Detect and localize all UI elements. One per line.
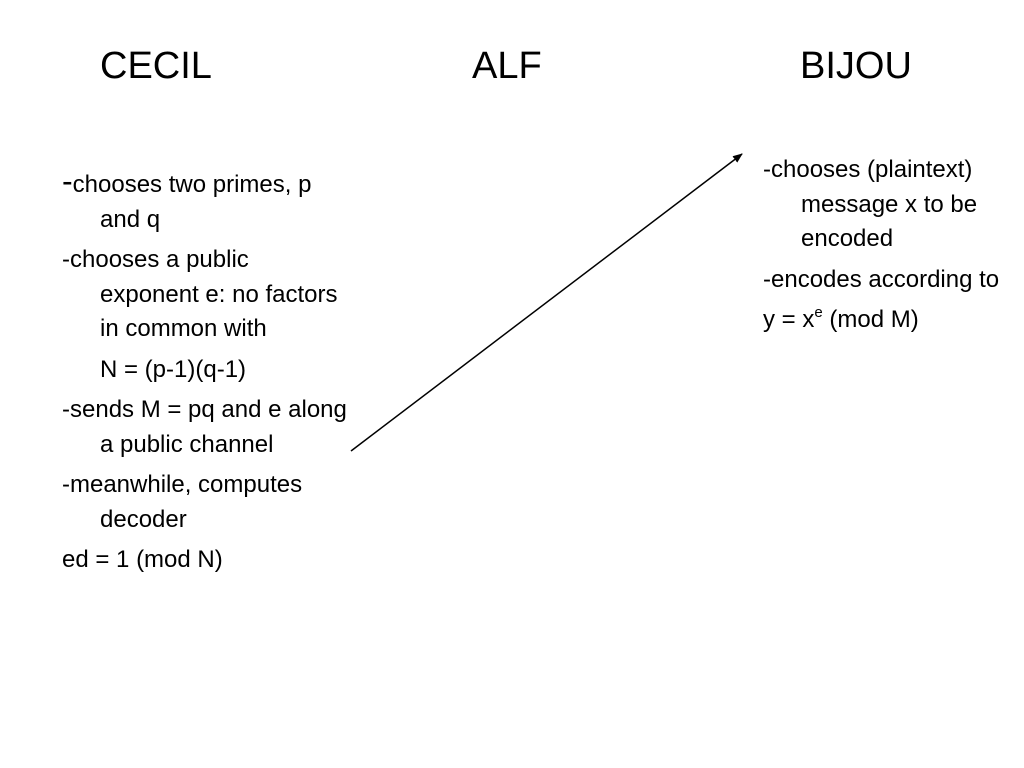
cecil-steps: -chooses two primes, p and q -chooses a … xyxy=(62,164,347,584)
heading-bijou: BIJOU xyxy=(800,45,912,87)
cecil-step-send-public-key: -sends M = pq and e along a public chann… xyxy=(62,396,347,458)
bijou-steps: -chooses (plaintext) message x to be enc… xyxy=(763,153,1003,344)
bijou-step-choose-message: -chooses (plaintext) message x to be enc… xyxy=(763,156,978,252)
heading-alf: ALF xyxy=(472,45,542,87)
cecil-step-compute-decoder: -meanwhile, computes decoder xyxy=(62,471,303,533)
cecil-step-choose-primes-text: chooses two primes, p and q xyxy=(72,171,312,233)
transmission-arrow-line xyxy=(350,153,743,452)
formula-mod-m: (mod M) xyxy=(822,306,919,333)
cecil-step-decoder-formula: ed = 1 (mod N) xyxy=(62,546,223,573)
heading-cecil: CECIL xyxy=(100,45,212,87)
cecil-step-choose-exponent: -chooses a public exponent e: no factors… xyxy=(62,246,338,342)
formula-exponent: e xyxy=(814,304,823,321)
cecil-step-n-formula: N = (p-1)(q-1) xyxy=(100,355,247,383)
cecil-step-choose-primes: -chooses two primes, p and q xyxy=(62,164,347,237)
bijou-step-encode-formula: y = xe (mod M) xyxy=(763,303,1003,338)
formula-y-equals-x: y = x xyxy=(763,306,815,333)
bijou-step-encode: -encodes according to xyxy=(763,265,1000,293)
cecil-step-dash: - xyxy=(62,163,73,199)
